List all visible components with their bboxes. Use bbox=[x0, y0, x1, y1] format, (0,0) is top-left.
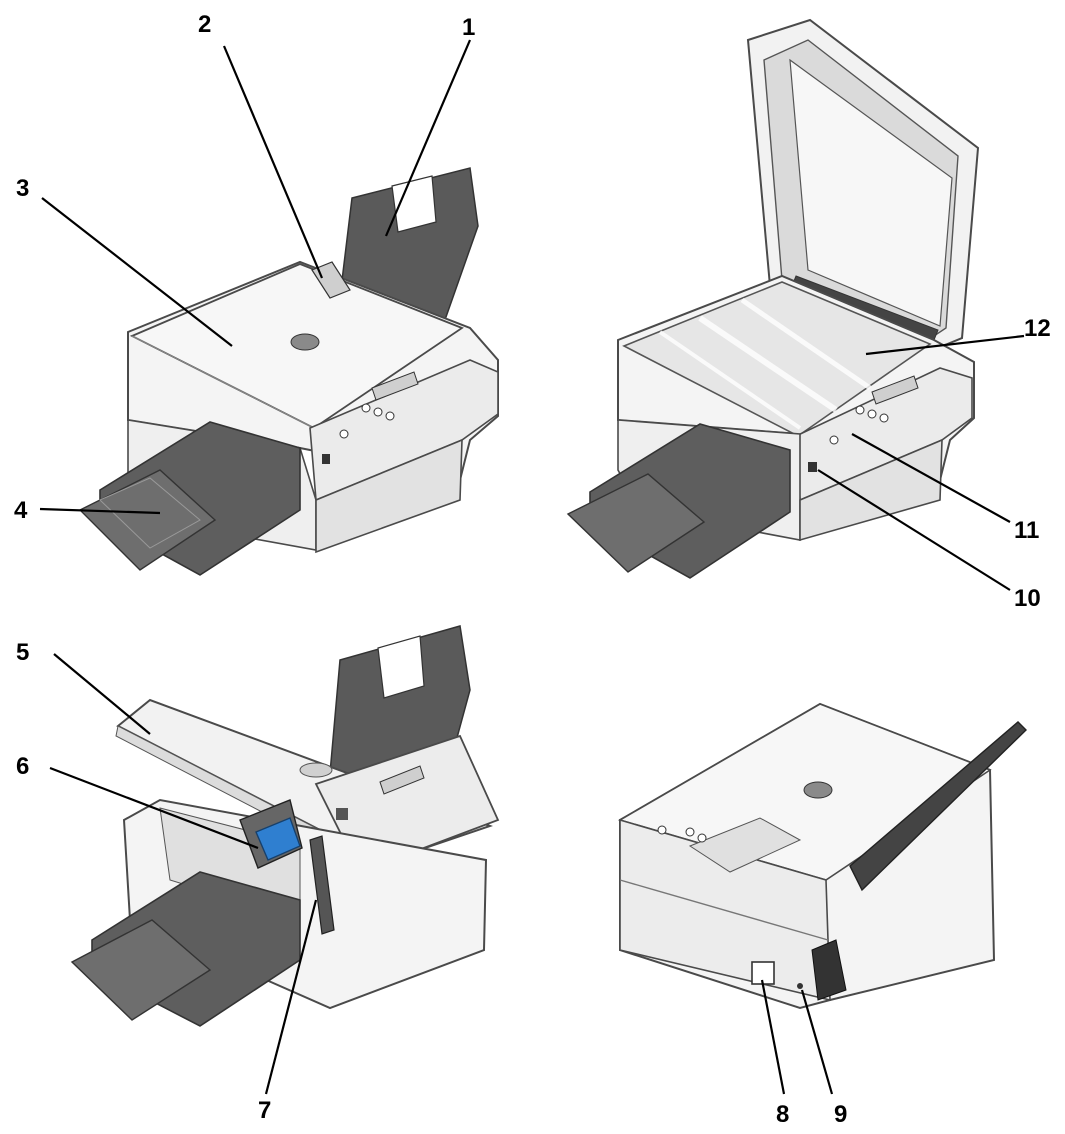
callout-10: 10 bbox=[1014, 585, 1041, 612]
callout-6: 6 bbox=[16, 753, 29, 780]
callout-4: 4 bbox=[14, 497, 28, 524]
leader-9 bbox=[802, 990, 832, 1094]
leader-5 bbox=[54, 654, 150, 734]
callout-12: 12 bbox=[1024, 315, 1051, 342]
card-slot bbox=[322, 454, 330, 464]
callout-1: 1 bbox=[462, 14, 475, 41]
leader-2 bbox=[224, 46, 322, 278]
callout-3: 3 bbox=[16, 175, 29, 202]
leader-3 bbox=[42, 198, 232, 346]
callout-7: 7 bbox=[258, 1097, 271, 1124]
printer-back-view bbox=[620, 704, 1026, 1008]
logo-badge bbox=[291, 334, 319, 350]
card-slot-open bbox=[808, 462, 817, 472]
callout-8: 8 bbox=[776, 1101, 789, 1128]
callout-5: 5 bbox=[16, 639, 29, 666]
callout-2: 2 bbox=[198, 11, 211, 38]
callout-9: 9 bbox=[834, 1101, 847, 1128]
printer-lid-open-view bbox=[568, 20, 978, 578]
callout-11: 11 bbox=[1014, 517, 1039, 544]
printer-front-closed-view bbox=[80, 168, 498, 575]
printer-unit-open-view bbox=[72, 626, 498, 1026]
